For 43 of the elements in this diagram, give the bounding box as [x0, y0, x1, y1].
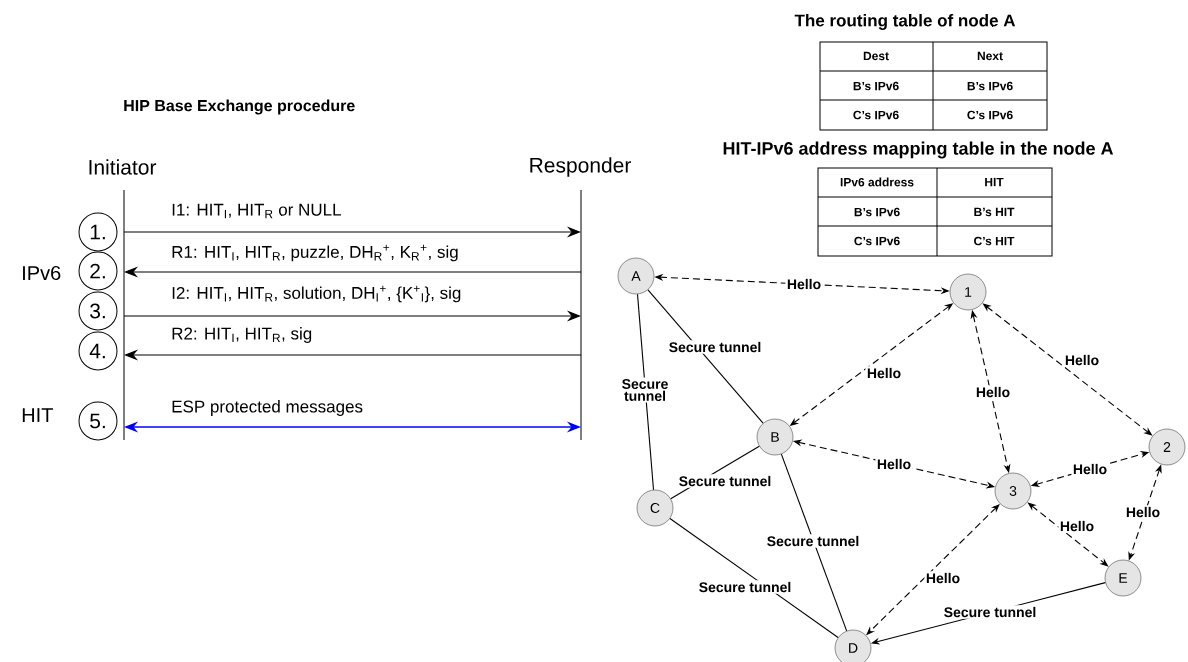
- table-title: The routing table of node A: [794, 14, 1016, 30]
- section-heading: HIP Base Exchange procedure: [124, 99, 355, 115]
- message-label: I2: HIT$_{I}$, HIT$_{R}$, solution, DH$_{I}$$^{+}$, {K$^{+}$$_{I}$}, sig: [172, 285, 461, 303]
- edge-label: Secure tunnel: [667, 340, 763, 354]
- link-line: [647, 289, 764, 424]
- link-line: [669, 518, 839, 638]
- table-header: IPv6 address: [840, 177, 914, 187]
- edge-label: Hello: [1124, 505, 1162, 519]
- edge-label: Hello: [875, 457, 913, 471]
- link-line: [780, 453, 848, 632]
- edge-label: Secure tunnel: [942, 605, 1038, 619]
- table-header: HIT: [985, 177, 1004, 187]
- edge-label: Hello: [865, 366, 903, 380]
- message-label: R2: HIT$_{I}$, HIT$_{R}$, sig: [172, 327, 312, 343]
- table-entry: C’s IPv6: [967, 110, 1013, 120]
- edge-label: Secure tunnel: [765, 534, 861, 548]
- table-entry: B’s IPv6: [854, 207, 900, 217]
- edge-label: Hello: [1058, 519, 1096, 533]
- edge-label: Hello: [1071, 462, 1109, 476]
- table-entry: C’s HIT: [974, 236, 1015, 246]
- edge-label: Hello: [1063, 353, 1101, 367]
- message-label: ESP protected messages: [172, 400, 363, 416]
- table-header: Next: [977, 51, 1003, 61]
- table-entry: B’s IPv6: [967, 81, 1013, 91]
- link-line: [636, 293, 655, 491]
- table-entry: C’s IPv6: [854, 236, 900, 246]
- participant-label: Initiator: [89, 159, 157, 175]
- edge-label: Hello: [785, 277, 823, 291]
- table-header: Dest: [863, 51, 889, 61]
- participant-label: Responder: [530, 157, 631, 177]
- layer-label: HIT: [22, 408, 53, 422]
- edge-label: Secure tunnel: [697, 580, 793, 594]
- table-entry: C’s IPv6: [853, 110, 899, 120]
- table-entry: B’s HIT: [974, 207, 1015, 217]
- table-title: HIT-IPv6 address mapping table in the node A: [723, 141, 1114, 159]
- edge-label: Hello: [924, 571, 962, 585]
- message-label: R1: HIT$_{I}$, HIT$_{R}$, puzzle, DH$_{R}$$^{+}$, K$_{R}$$^{+}$, sig: [172, 244, 458, 262]
- edge-label: Secure tunnel: [677, 474, 773, 488]
- edge-label: Secure tunnel: [616, 377, 674, 403]
- table-entry: B’s IPv6: [853, 81, 899, 91]
- message-label: I1: HIT$_{I}$, HIT$_{R}$ or NULL: [172, 203, 341, 219]
- layer-label: IPv6: [23, 265, 61, 281]
- edge-label: Hello: [974, 385, 1012, 399]
